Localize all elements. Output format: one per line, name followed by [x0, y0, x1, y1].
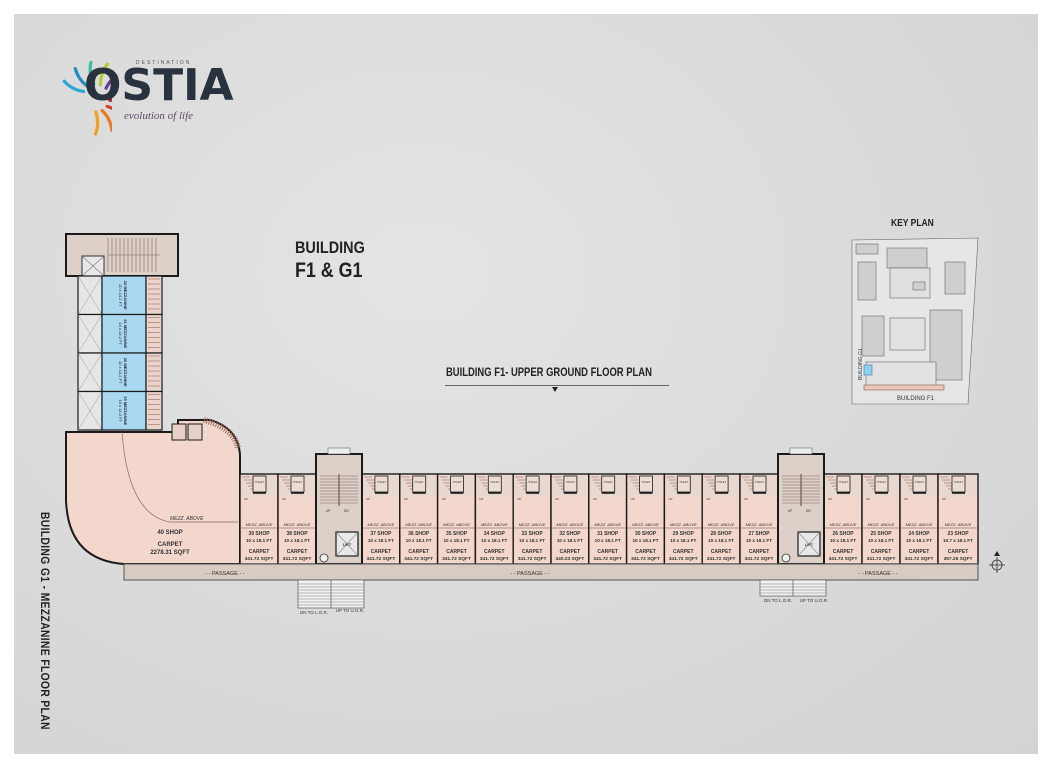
plan-title-rule [445, 385, 669, 386]
logo-tagline: evolution of life [124, 110, 194, 122]
key-plan-title: KEY PLAN [891, 218, 934, 229]
sunburst-icon [62, 60, 112, 136]
side-title: BUILDING G1 - MEZZANINE FLOOR PLAN [38, 512, 52, 730]
heading-line-1: BUILDING [295, 238, 365, 257]
logo-name: OSTIA [84, 60, 234, 111]
ostia-logo: DESTINATION OSTIA evolution of life [52, 48, 234, 138]
building-heading: BUILDING F1 & G1 [295, 238, 377, 284]
logo-prefix: DESTINATION [136, 60, 192, 66]
heading-line-2: F1 & G1 [295, 259, 363, 282]
down-arrow-icon [552, 387, 558, 392]
plan-title: BUILDING F1- UPPER GROUND FLOOR PLAN [446, 367, 652, 379]
